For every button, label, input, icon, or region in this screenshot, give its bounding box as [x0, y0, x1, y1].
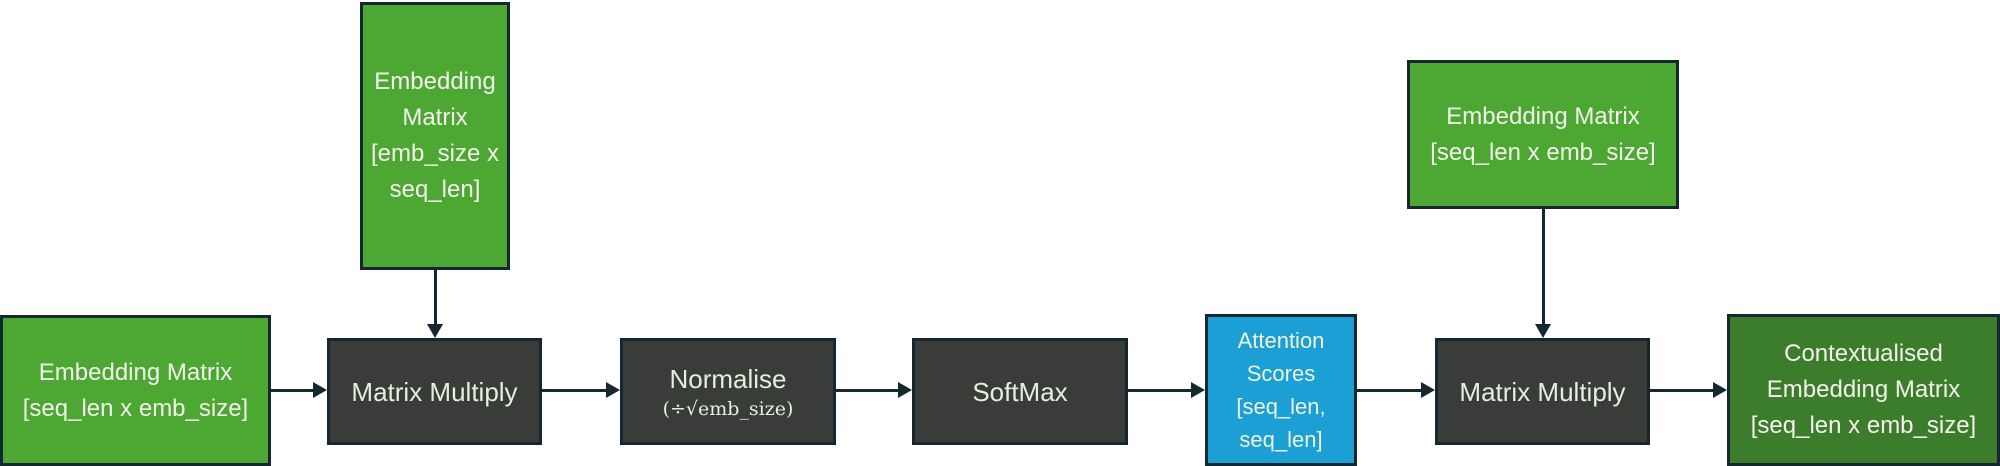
arrow-head-icon — [313, 382, 327, 398]
node-label: Matrix — [402, 104, 468, 131]
node-label: Embedding Matrix — [38, 358, 233, 386]
arrow-line — [1650, 388, 1715, 392]
arrow-head-icon — [427, 324, 443, 338]
node-formula: (÷√emb_size) — [662, 397, 794, 420]
arrow-line — [433, 270, 437, 326]
node-dimensions: [seq_len, — [1236, 394, 1326, 419]
node-label: Scores — [1246, 361, 1316, 386]
node-label: Contextualised — [1784, 340, 1943, 367]
node-dimensions: [seq_len x emb_size] — [1430, 138, 1656, 166]
node-label: Normalise — [669, 363, 787, 394]
arrow-matrix-multiply-2-to-output — [1650, 380, 1727, 400]
node-label: Embedding Matrix — [1446, 102, 1640, 130]
arrow-matrix-multiply-1-to-normalise — [542, 380, 620, 400]
node-dimensions: seq_len] — [1239, 427, 1323, 452]
node-matrix-multiply-1: Matrix Multiply — [327, 338, 542, 445]
node-dimensions: [emb_size x — [370, 140, 500, 167]
node-softmax: SoftMax — [912, 338, 1128, 445]
arrow-head-icon — [1713, 382, 1727, 398]
node-label: Attention — [1237, 328, 1325, 353]
arrow-head-icon — [1421, 382, 1435, 398]
node-normalise: Normalise (÷√emb_size) — [620, 338, 836, 445]
arrow-attention-scores-to-matrix-multiply-2 — [1357, 380, 1435, 400]
node-label: Embedding Matrix — [1766, 376, 1961, 403]
arrow-softmax-to-attention-scores — [1128, 380, 1205, 400]
arrow-transposed-to-matrix-multiply-1 — [427, 270, 443, 338]
arrow-line — [1128, 388, 1193, 392]
node-embedding-matrix-input: Embedding Matrix [seq_len x emb_size] — [0, 315, 271, 466]
node-label: Matrix Multiply — [1459, 376, 1626, 407]
arrow-line — [1357, 388, 1423, 392]
arrow-values-to-matrix-multiply-2 — [1535, 209, 1551, 338]
arrow-line — [271, 388, 315, 392]
arrow-head-icon — [1191, 382, 1205, 398]
arrow-input-to-matrix-multiply-1 — [271, 380, 327, 400]
arrow-line — [836, 388, 900, 392]
node-label: SoftMax — [972, 376, 1068, 407]
node-dimensions: [seq_len x emb_size] — [22, 394, 249, 422]
arrow-line — [1541, 209, 1545, 326]
node-contextualised-embedding-matrix: Contextualised Embedding Matrix [seq_len… — [1727, 314, 2000, 466]
node-attention-scores: Attention Scores [seq_len, seq_len] — [1205, 314, 1357, 466]
node-embedding-matrix-values: Embedding Matrix [seq_len x emb_size] — [1407, 60, 1679, 209]
node-label: Embedding — [374, 68, 496, 95]
arrow-head-icon — [606, 382, 620, 398]
arrow-head-icon — [1535, 324, 1551, 338]
node-label: Matrix Multiply — [351, 376, 518, 407]
arrow-head-icon — [898, 382, 912, 398]
node-matrix-multiply-2: Matrix Multiply — [1435, 338, 1650, 445]
node-embedding-matrix-transposed: Embedding Matrix [emb_size x seq_len] — [360, 2, 510, 270]
arrow-line — [542, 388, 608, 392]
arrow-normalise-to-softmax — [836, 380, 912, 400]
node-dimensions: seq_len] — [389, 176, 481, 203]
node-dimensions: [seq_len x emb_size] — [1750, 412, 1977, 439]
